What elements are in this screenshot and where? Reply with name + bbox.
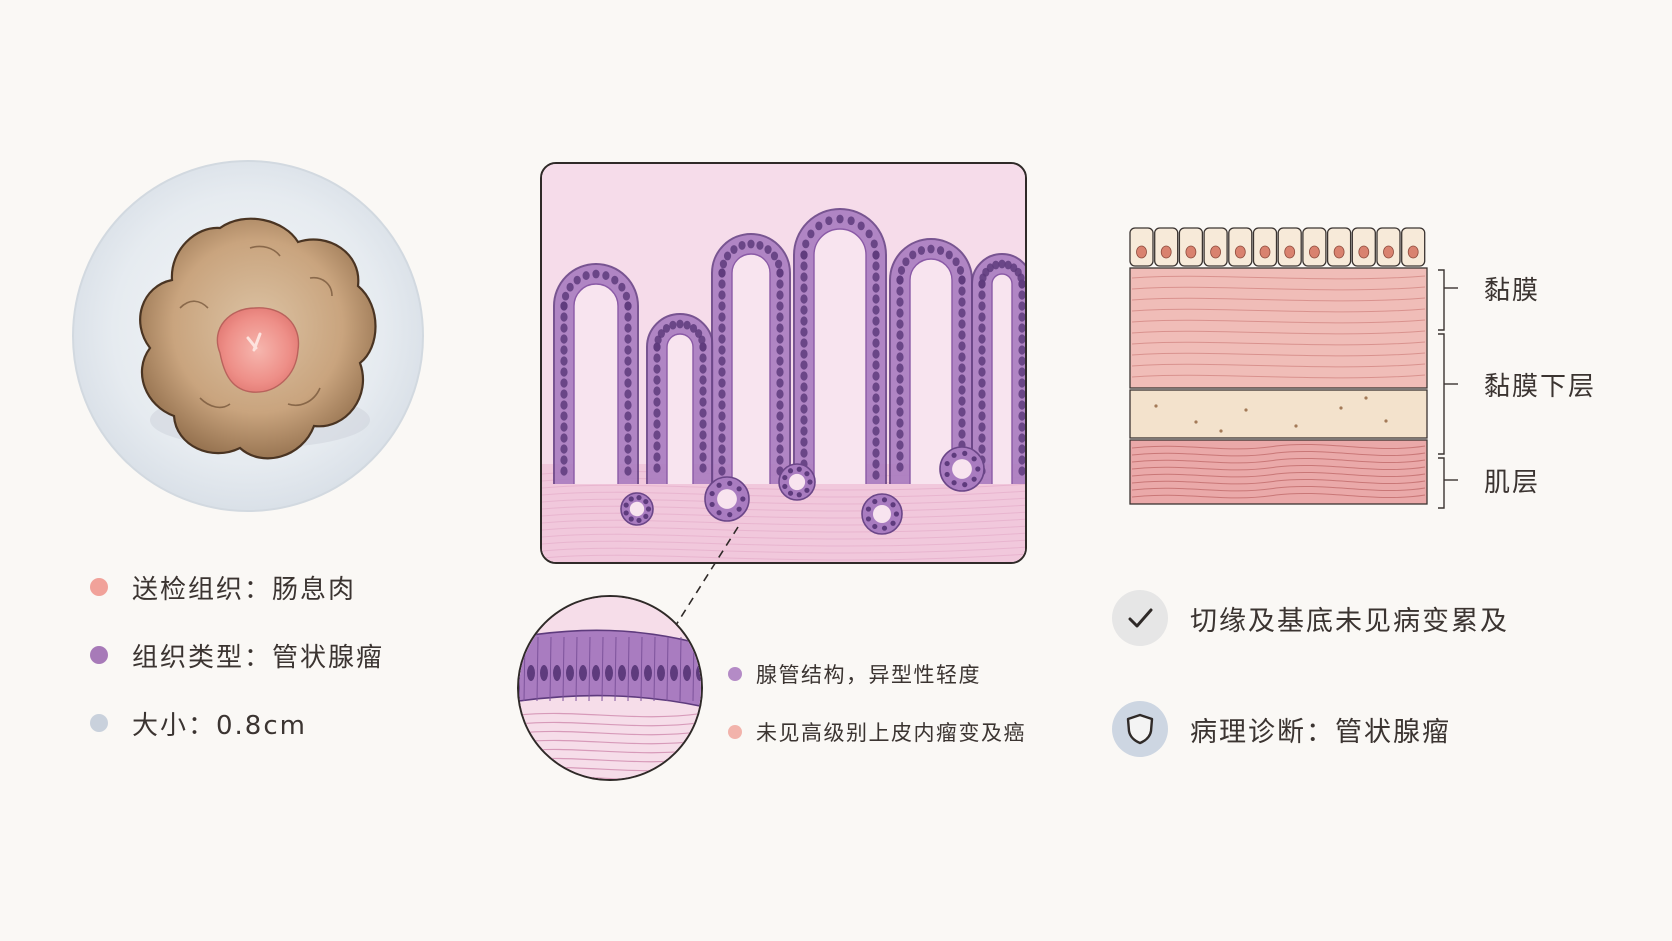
diagnosis-text: 病理诊断：管状腺瘤: [1190, 716, 1451, 748]
legend-text: 组织类型：管状腺瘤: [132, 642, 385, 673]
epithelium-closeup-drawing: [519, 597, 701, 779]
diagnosis-conclusion: 病理诊断：管状腺瘤: [1112, 701, 1451, 757]
finding-text: 腺管结构，异型性轻度: [756, 663, 981, 687]
finding-dot: [728, 667, 742, 681]
layer-label-mucosa: 黏膜: [1484, 276, 1541, 306]
legend-dot: [90, 646, 108, 664]
histology-findings: 腺管结构，异型性轻度 未见高级别上皮内瘤变及癌: [728, 660, 1068, 776]
check-icon: [1112, 590, 1168, 646]
specimen-legend: 送检组织：肠息肉 组织类型：管状腺瘤 大小：0.8cm: [82, 570, 462, 774]
specimen-illustration: [70, 158, 425, 513]
margin-text: 切缘及基底未见病变累及: [1190, 605, 1509, 637]
finding-item: 腺管结构，异型性轻度: [728, 660, 1068, 688]
layer-label-muscularis: 肌层: [1484, 468, 1541, 498]
histology-micrograph: [540, 162, 1027, 564]
finding-dot: [728, 725, 742, 739]
legend-text: 送检组织：肠息肉: [132, 574, 357, 605]
legend-item-type: 组织类型：管状腺瘤: [82, 638, 462, 673]
wall-layers-drawing: [1129, 227, 1428, 505]
glandular-tissue-drawing: [542, 164, 1025, 562]
magnified-epithelium: [517, 595, 703, 781]
legend-item-size: 大小：0.8cm: [82, 706, 462, 741]
intestinal-wall-diagram: [1126, 226, 1431, 508]
finding-text: 未见高级别上皮内瘤变及癌: [756, 721, 1026, 745]
layer-brackets: [1438, 269, 1458, 509]
legend-dot: [90, 578, 108, 596]
polyp-drawing: [72, 160, 424, 512]
legend-dot: [90, 714, 108, 732]
margin-conclusion: 切缘及基底未见病变累及: [1112, 590, 1509, 646]
layer-label-submucosa: 黏膜下层: [1484, 372, 1597, 402]
shield-icon: [1112, 701, 1168, 757]
legend-text: 大小：0.8cm: [132, 710, 307, 741]
legend-item-specimen: 送检组织：肠息肉: [82, 570, 462, 605]
finding-item: 未见高级别上皮内瘤变及癌: [728, 718, 1068, 746]
